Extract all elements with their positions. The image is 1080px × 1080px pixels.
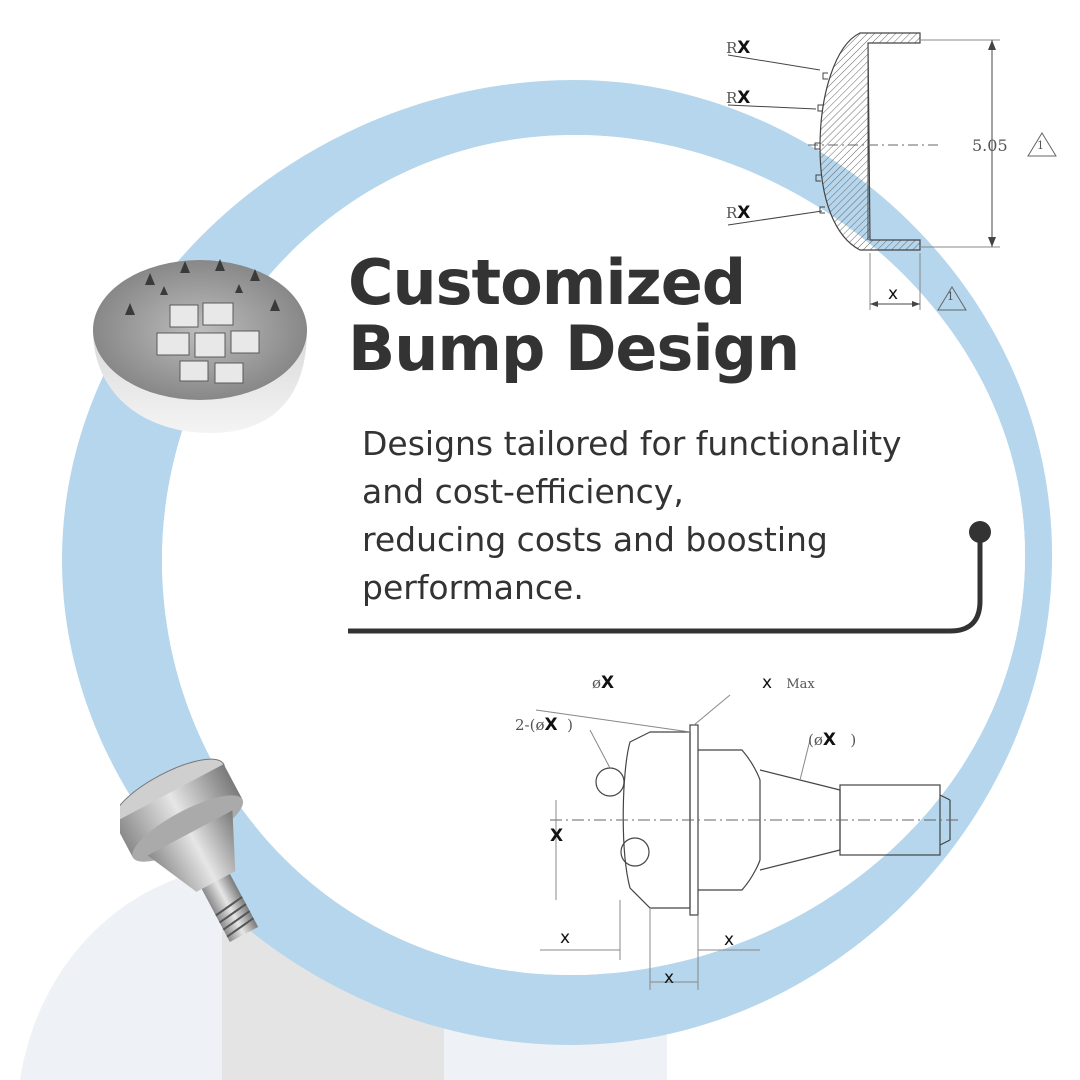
headline-line-2: Bump Design bbox=[348, 312, 800, 385]
ring-interior bbox=[162, 135, 1026, 975]
holes-dimension: 2-(øX ) bbox=[515, 715, 574, 735]
description-line-2: and cost-efficiency, bbox=[362, 472, 684, 511]
radius-label-2: RX bbox=[726, 88, 751, 108]
description: Designs tailored for functionality and c… bbox=[362, 420, 1002, 612]
connector-dot bbox=[969, 521, 991, 543]
tolerance-mark-2: 1 bbox=[947, 290, 954, 303]
radius-label-1: RX bbox=[726, 38, 751, 58]
left-dimension: x bbox=[560, 928, 571, 948]
tolerance-mark-1: 1 bbox=[1037, 139, 1044, 152]
thickness-dimension: x Max bbox=[762, 673, 815, 693]
offset-dimension: X bbox=[550, 826, 564, 846]
height-dimension: 5.05 bbox=[972, 136, 1008, 155]
description-line-3: reducing costs and boosting bbox=[362, 520, 828, 559]
right-dimension: x bbox=[724, 930, 735, 950]
shaft-part-photo bbox=[120, 758, 259, 942]
diameter-dimension: øX bbox=[592, 673, 615, 693]
radius-label-3: RX bbox=[726, 203, 751, 223]
headline: Customized Bump Design bbox=[348, 250, 848, 382]
connector-line bbox=[348, 534, 983, 634]
top-technical-drawing bbox=[727, 32, 1057, 311]
bottom-dimension: x bbox=[664, 968, 675, 988]
description-line-4: performance. bbox=[362, 568, 584, 607]
bottom-technical-drawing bbox=[535, 694, 960, 990]
description-line-1: Designs tailored for functionality bbox=[362, 424, 902, 463]
shaft-dimension: (øX ) bbox=[808, 730, 857, 750]
bump-cap-photo bbox=[93, 259, 307, 433]
headline-line-1: Customized bbox=[348, 246, 746, 319]
width-dimension: x bbox=[888, 284, 899, 304]
